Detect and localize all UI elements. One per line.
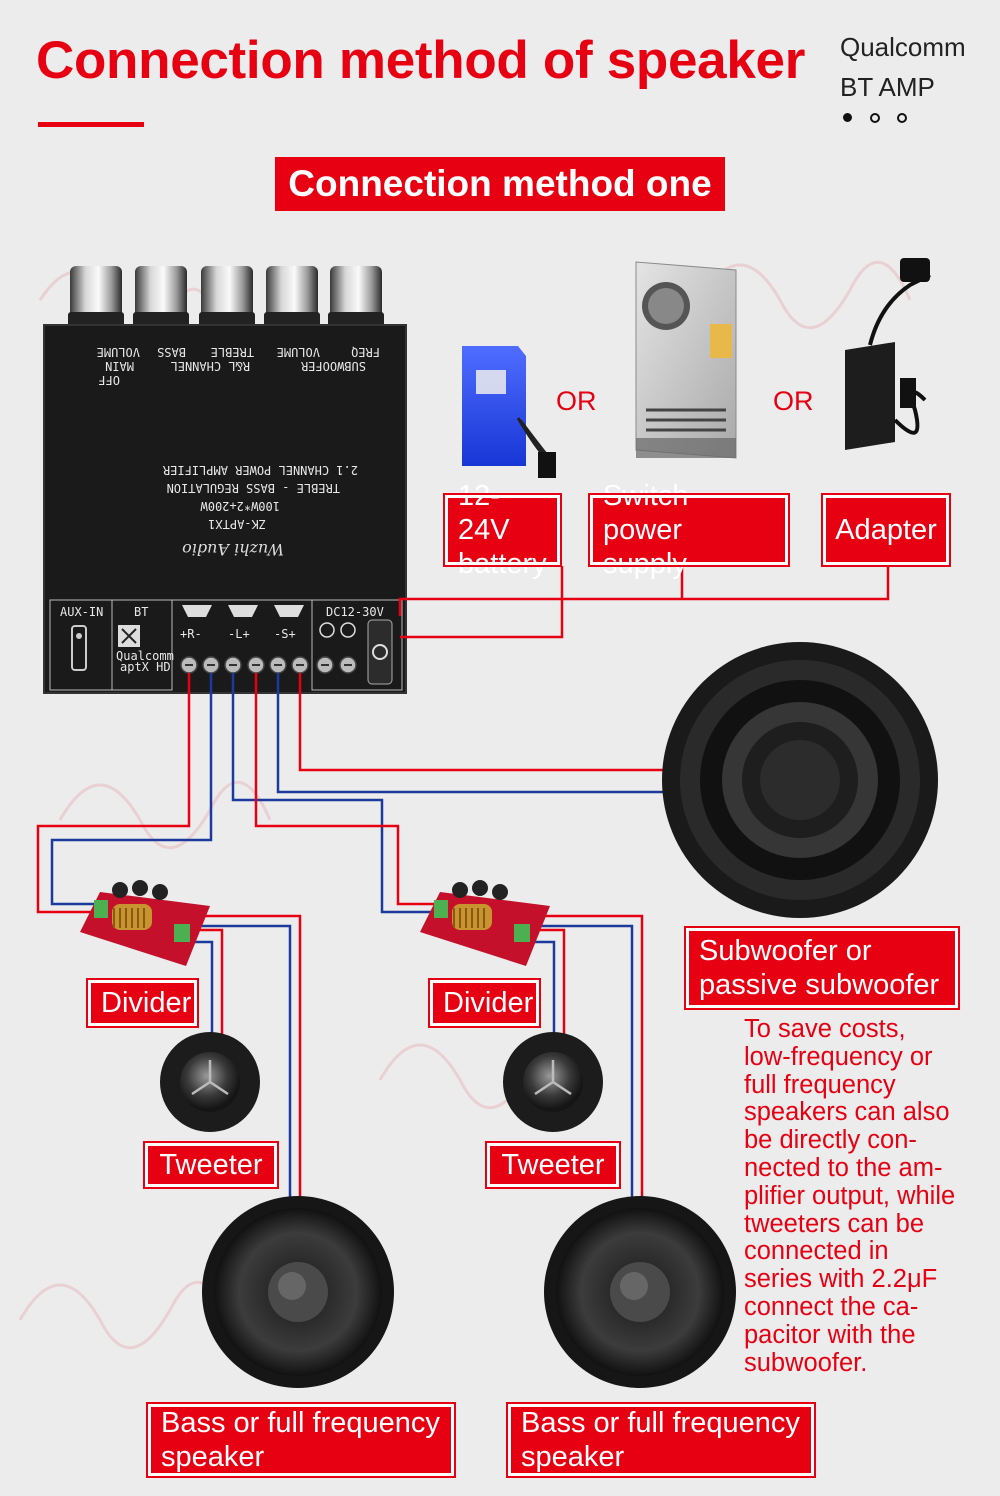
- battery-label: 12-24V battery: [443, 480, 562, 580]
- board-label: TREBLE: [211, 345, 254, 359]
- notes-line: be directly con-: [744, 1126, 917, 1155]
- aux-label: AUX-IN: [60, 605, 103, 619]
- board-label: MAIN: [105, 359, 134, 373]
- pagination-dot-active: [843, 113, 852, 122]
- board-label: VOLUME: [97, 345, 140, 359]
- aux-jack-icon: [71, 625, 87, 671]
- or-label: OR: [556, 386, 597, 416]
- crossover-divider-icon: [420, 880, 550, 966]
- board-label: OFF: [98, 373, 120, 387]
- notes-line: series with 2.2μF: [744, 1265, 938, 1294]
- tweeter-label-right: Tweeter: [485, 1141, 621, 1189]
- notes-line: full frequency: [744, 1070, 896, 1099]
- subwoofer-label-line: passive subwoofer: [699, 969, 940, 1001]
- divider-label-right: Divider: [428, 978, 541, 1028]
- knob-icon: [68, 266, 124, 332]
- sub-channel-label: -S+: [274, 627, 296, 641]
- title-underline: [38, 122, 144, 127]
- bass-label-line: Bass or full frequency: [521, 1406, 800, 1439]
- woofer-icon: [202, 1196, 394, 1388]
- notes-line: low-frequency or: [744, 1042, 933, 1071]
- dc-label: DC12-30V: [326, 605, 384, 619]
- knob-icons: [68, 266, 384, 332]
- subwoofer-label-line: Subwoofer or: [699, 934, 872, 967]
- bluetooth-chip-icon: [118, 625, 140, 647]
- board-label: ZK-APTX1: [208, 517, 266, 531]
- tweeter-label-left: Tweeter: [143, 1141, 279, 1189]
- amplifier-board: VOLUME MAIN BASS TREBLE R&L CHANNEL VOLU…: [43, 324, 407, 694]
- board-label: 100W*2+200W: [200, 499, 280, 513]
- notes-line: nected to the am-: [744, 1153, 943, 1182]
- notes-line: subwoofer.: [744, 1348, 868, 1377]
- woofer-icon: [544, 1196, 736, 1388]
- power-wires: [398, 566, 890, 639]
- bass-label-left: Bass or full frequency speaker: [146, 1402, 456, 1478]
- board-label: VOLUME: [277, 345, 320, 359]
- board-label: TREBLE - BASS REGULATION: [167, 481, 340, 495]
- notes-line: connect the ca-: [744, 1292, 919, 1321]
- pagination-dot: [870, 113, 880, 123]
- knob-icon: [264, 266, 320, 332]
- crossover-divider-icon: [80, 880, 210, 966]
- subwoofer-label: Subwoofer or passive subwoofer: [684, 926, 960, 1010]
- battery-icon: [462, 346, 556, 478]
- divider-label-left: Divider: [86, 978, 199, 1028]
- switch-supply-label-line: supply: [603, 548, 687, 581]
- bass-label-line: speaker: [161, 1441, 265, 1473]
- knob-icon: [199, 266, 255, 332]
- left-channel-label: -L+: [228, 627, 250, 641]
- board-label: R&L CHANNEL: [171, 359, 250, 373]
- pagination-dot: [897, 113, 907, 123]
- brand-line-1: Qualcomm: [840, 32, 966, 62]
- switch-supply-label: Switch power supply: [588, 480, 790, 580]
- board-logo: Wuzhi Audio: [182, 540, 284, 559]
- section-title: Connection method one: [275, 157, 725, 211]
- bass-label-right: Bass or full frequency speaker: [506, 1402, 816, 1478]
- tweeter-icon: [160, 1032, 260, 1132]
- chip-label: Qualcomm: [116, 649, 174, 663]
- knob-icon: [133, 266, 189, 332]
- tweeter-icon: [503, 1032, 603, 1132]
- or-label: OR: [773, 386, 814, 416]
- notes-line: plifier output, while: [744, 1181, 956, 1210]
- notes-line: pacitor with the: [744, 1320, 916, 1349]
- bass-label-line: Bass or full frequency: [161, 1406, 440, 1439]
- switch-supply-label-line: Switch power: [603, 479, 689, 546]
- board-label: 2.1 CHANNEL POWER AMPLIFIER: [162, 463, 358, 477]
- pagination-dots: [843, 112, 913, 124]
- notes-line: To save costs,: [744, 1015, 906, 1043]
- knob-icon: [328, 266, 384, 332]
- notes-text: To save costs, low-frequency or full fre…: [744, 1015, 984, 1377]
- notes-line: connected in: [744, 1237, 889, 1266]
- battery-label-line: battery: [458, 548, 547, 581]
- notes-line: speakers can also: [744, 1098, 950, 1127]
- battery-label-line: 12-24V: [458, 479, 510, 546]
- board-label: FREQ: [351, 345, 380, 359]
- board-label: SUBWOOFER: [300, 359, 366, 373]
- subwoofer-icon: [662, 642, 938, 918]
- right-channel-label: +R-: [180, 627, 202, 641]
- bass-label-line: speaker: [521, 1441, 625, 1473]
- page-title: Connection method of speaker: [36, 31, 806, 90]
- board-label: BASS: [157, 345, 186, 359]
- chip-label: aptX HD: [120, 660, 171, 674]
- adapter-icon: [845, 258, 931, 450]
- brand-line-2: BT AMP: [840, 72, 935, 102]
- notes-line: tweeters can be: [744, 1209, 925, 1238]
- adapter-label: Adapter: [821, 493, 951, 567]
- switch-power-supply-icon: [635, 261, 737, 459]
- bt-label: BT: [134, 605, 148, 619]
